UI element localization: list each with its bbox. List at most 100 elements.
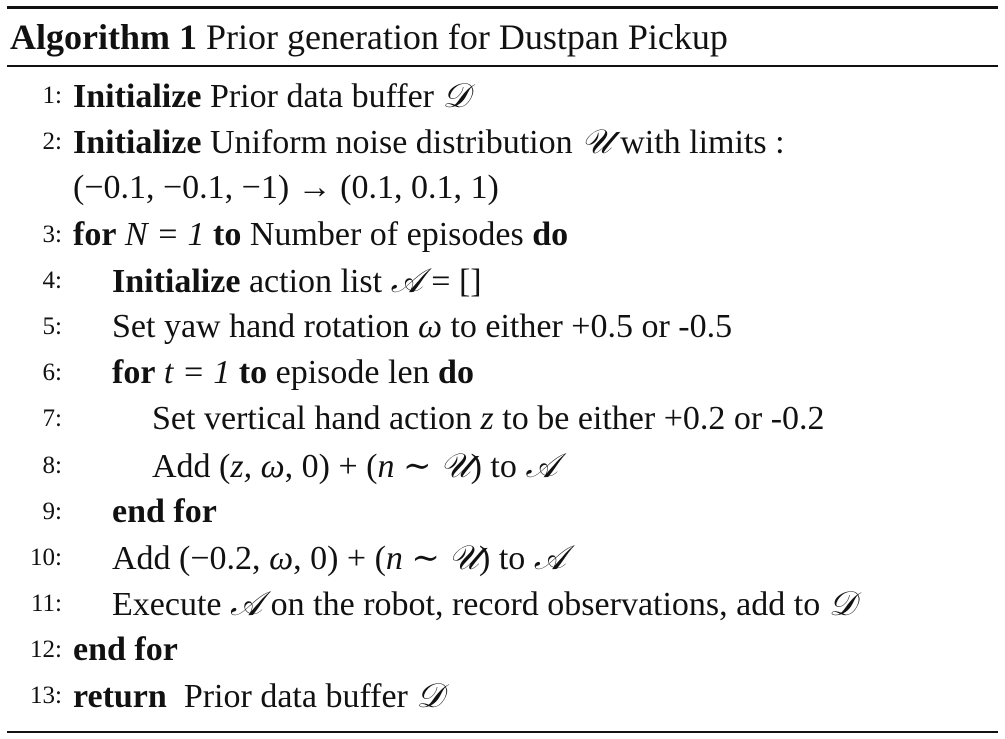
line-body: Initialize Prior data buffer 𝒟 <box>73 73 470 120</box>
line-text: Number of episodes <box>241 215 533 253</box>
line-number: 8: <box>42 451 62 479</box>
line-text: action list <box>240 262 391 300</box>
line-number: 9: <box>42 497 62 525</box>
line-body: (−0.1, −0.1, −1) → (0.1, 0.1, 1) <box>73 165 499 211</box>
line-body: Set yaw hand rotation ω to either +0.5 o… <box>112 304 732 350</box>
algorithm-block: Algorithm 1 Prior generation for Dustpan… <box>7 6 998 720</box>
line-text: Uniform noise distribution <box>201 124 582 162</box>
line-body: Set vertical hand action z to be either … <box>152 396 825 442</box>
algorithm-line-5: 5: Set yaw hand rotation ω to either +0.… <box>7 304 998 350</box>
algorithm-line-1: 1: Initialize Prior data buffer 𝒟 <box>7 73 998 119</box>
math-expression: N = 1 <box>116 215 214 253</box>
math-symbol: ω <box>417 307 442 345</box>
math-expression: ∼ <box>394 447 440 485</box>
title-rule <box>7 65 998 67</box>
math-symbol: 𝒰 <box>581 122 612 163</box>
algorithm-line-11: 11: Execute 𝒜 on the robot, record obser… <box>7 581 998 627</box>
top-rule <box>7 6 998 9</box>
math-symbol: 𝒜 <box>390 260 423 301</box>
keyword-for: for <box>112 354 156 392</box>
keyword-do: do <box>532 215 569 253</box>
math-symbol: z <box>480 400 494 438</box>
line-number: 3: <box>42 220 62 248</box>
line-body: for t = 1 to episode len do <box>112 350 474 396</box>
math-symbol: 𝒜 <box>525 445 558 486</box>
line-text: Prior data buffer <box>166 678 417 716</box>
line-body: Add (z, ω, 0) + (n ∼ 𝒰) to 𝒜 <box>152 443 558 490</box>
algorithm-caption: Prior generation for Dustpan Pickup <box>205 17 728 57</box>
line-body: Add (−0.2, ω, 0) + (n ∼ 𝒰) to 𝒜 <box>112 535 566 582</box>
line-text: Execute <box>112 586 230 624</box>
line-body: end for <box>112 489 217 535</box>
algorithm-line-10: 10: Add (−0.2, ω, 0) + (n ∼ 𝒰) to 𝒜 <box>7 535 998 581</box>
line-number: 4: <box>42 266 62 294</box>
line-body: end for <box>73 627 178 673</box>
math-expression: ∼ <box>402 539 449 577</box>
line-number: 6: <box>42 359 62 387</box>
math-expression: , 0) + ( <box>293 539 386 577</box>
keyword-end-for: end for <box>73 631 178 669</box>
line-number: 7: <box>42 405 62 433</box>
keyword-initialize: Initialize <box>112 262 241 300</box>
line-body: Execute 𝒜 on the robot, record observati… <box>112 581 856 628</box>
line-text: with limits : <box>611 124 785 162</box>
math-symbol: ω <box>269 539 294 577</box>
algorithm-line-7: 7: Set vertical hand action z to be eith… <box>7 396 998 442</box>
math-symbol: 𝒟 <box>416 676 444 717</box>
keyword-do: do <box>438 354 474 392</box>
math-symbol: n <box>385 539 403 577</box>
line-text: ) to <box>470 447 526 485</box>
algorithm-line-3: 3: for N = 1 to Number of episodes do <box>7 212 998 258</box>
line-body: return Prior data buffer 𝒟 <box>73 673 444 720</box>
line-text: Prior data buffer <box>201 78 443 115</box>
algorithm-label: Algorithm 1 <box>10 17 197 57</box>
keyword-return: return <box>73 678 167 716</box>
keyword-initialize: Initialize <box>73 124 202 162</box>
line-number: 1: <box>42 82 62 109</box>
keyword-initialize: Initialize <box>73 78 202 115</box>
algorithm-line-9: 9: end for <box>7 489 998 535</box>
math-symbol: 𝒰 <box>448 537 480 578</box>
line-number: 5: <box>42 312 62 340</box>
math-symbol: 𝒜 <box>533 537 566 578</box>
line-text: Set vertical hand action <box>152 400 481 438</box>
math-symbol: n <box>377 447 395 485</box>
keyword-to: to <box>213 215 242 253</box>
math-expression: t = 1 <box>155 354 239 392</box>
line-number: 10: <box>30 543 62 571</box>
line-text: to be either +0.2 or -0.2 <box>493 400 825 438</box>
line-body: for N = 1 to Number of episodes do <box>73 212 568 258</box>
math-expression: = [] <box>422 262 482 300</box>
line-body: Initialize action list 𝒜 = [] <box>112 258 482 305</box>
keyword-end-for: end for <box>112 492 217 530</box>
math-symbol: 𝒰 <box>439 445 471 486</box>
algorithm-line-4: 4: Initialize action list 𝒜 = [] <box>7 258 998 304</box>
algorithm-lines: 1: Initialize Prior data buffer 𝒟 2: Ini… <box>7 67 998 720</box>
algorithm-line-6: 6: for t = 1 to episode len do <box>7 350 998 396</box>
line-number: 13: <box>30 682 62 710</box>
line-text: Set yaw hand rotation <box>112 307 418 345</box>
line-text: Add (−0.2, <box>112 539 270 577</box>
keyword-to: to <box>238 354 268 392</box>
math-symbol: 𝒟 <box>442 76 470 116</box>
line-text: Add ( <box>152 447 231 485</box>
math-symbol: 𝒟 <box>828 584 856 625</box>
math-expression: (−0.1, −0.1, −1) → (0.1, 0.1, 1) <box>73 169 499 207</box>
algorithm-title: Algorithm 1 Prior generation for Dustpan… <box>7 9 998 65</box>
line-number: 11: <box>30 590 62 618</box>
line-number: 2: <box>42 128 62 156</box>
line-body: Initialize Uniform noise distribution 𝒰 … <box>73 119 785 166</box>
line-text: episode len <box>267 354 439 392</box>
line-text: ) to <box>479 539 534 577</box>
algorithm-line-2-continuation: (−0.1, −0.1, −1) → (0.1, 0.1, 1) <box>7 165 998 211</box>
bottom-rule <box>7 731 998 733</box>
line-number: 12: <box>30 636 62 664</box>
algorithm-line-8: 8: Add (z, ω, 0) + (n ∼ 𝒰) to 𝒜 <box>7 443 998 489</box>
algorithm-line-12: 12: end for <box>7 627 998 673</box>
algorithm-line-13: 13: return Prior data buffer 𝒟 <box>7 673 998 719</box>
math-symbol: z, ω <box>230 447 285 485</box>
math-symbol: 𝒜 <box>230 584 263 625</box>
algorithm-line-2: 2: Initialize Uniform noise distribution… <box>7 119 998 165</box>
line-text: to either +0.5 or -0.5 <box>441 307 733 345</box>
math-expression: , 0) + ( <box>284 447 378 485</box>
